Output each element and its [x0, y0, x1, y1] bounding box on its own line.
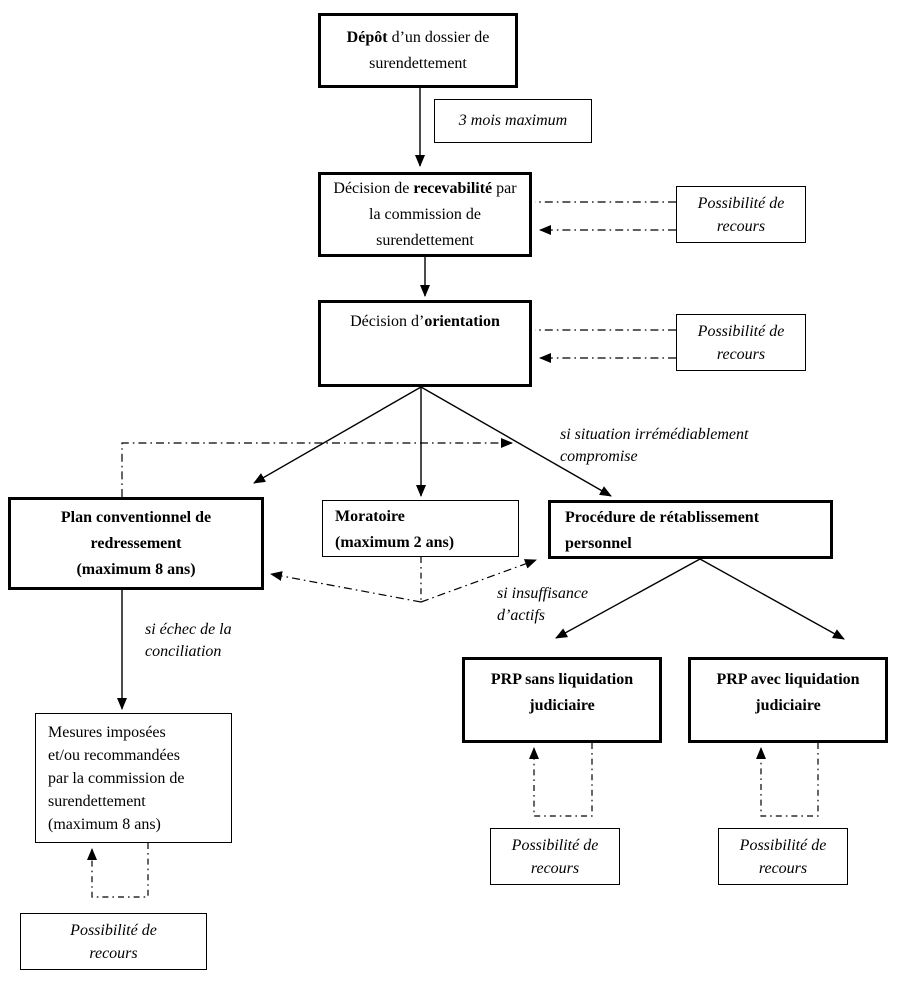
procedure-line2: personnel	[565, 535, 632, 552]
delay-label: 3 mois maximum	[458, 112, 568, 129]
prp-avec-line1: PRP avec liquidation	[716, 671, 860, 688]
mesures-line3: par la commission de	[48, 770, 185, 787]
procedure-box: Procédure de rétablissement personnel	[548, 500, 833, 559]
recevabilite-text-post: par la commission de surendettement	[369, 179, 517, 249]
recours-label-line1: Possibilité de	[739, 836, 827, 854]
recours-loop-prp-avec	[756, 743, 819, 817]
recours-label-line2: recours	[89, 944, 138, 962]
recours-label-line1: Possibilité de	[70, 921, 157, 939]
prp-avec-line2: judiciaire	[755, 697, 821, 714]
dashdot-moratoire-to-procedure	[420, 559, 537, 603]
dashdot-plan-to-procedure	[121, 438, 513, 497]
compromise-line1: si situation irrémédiablement	[560, 426, 749, 443]
moratoire-line1: Moratoire	[335, 508, 405, 525]
recours-label-line2: recours	[758, 859, 808, 877]
insuffisance-line1: si insuffisance	[497, 585, 589, 602]
recours-loop-prp-sans	[529, 743, 593, 817]
condition-label-insuffisance: si insuffisance d’actifs	[497, 583, 588, 627]
plan-line3: (maximum 8 ans)	[76, 560, 196, 578]
recevabilite-text-bold: recevabilité	[413, 179, 493, 197]
prp-sans-box: PRP sans liquidation judiciaire	[462, 657, 662, 743]
plan-box: Plan conventionnel de redressement (maxi…	[8, 497, 264, 590]
insuffisance-line2: d’actifs	[497, 607, 545, 624]
plan-line2: redressement	[90, 534, 182, 552]
recours-label-line2: recours	[716, 345, 766, 363]
recours-label-line2: recours	[716, 217, 766, 235]
condition-label-compromise: si situation irrémédiablement compromise	[560, 424, 748, 468]
delay-label-box: 3 mois maximum	[434, 99, 592, 143]
procedure-line1: Procédure de rétablissement	[565, 509, 760, 526]
recours-label-line1: Possibilité de	[511, 836, 599, 854]
orientation-text-pre: Décision d’	[350, 313, 425, 330]
prp-sans-line2: judiciaire	[529, 697, 595, 714]
mesures-line1: Mesures imposées	[48, 724, 166, 741]
orientation-box: Décision d’orientation	[318, 300, 532, 387]
mesures-line4: surendettement	[48, 793, 146, 810]
recours-label-line2: recours	[530, 859, 580, 877]
mesures-line5: (maximum 8 ans)	[48, 816, 161, 833]
dashdot-moratoire-to-plan	[270, 571, 422, 603]
moratoire-line2: (maximum 2 ans)	[335, 534, 455, 551]
recours-box-recevabilite: Possibilité de recours	[676, 186, 806, 243]
recours-label-line1: Possibilité de	[697, 322, 785, 340]
arrow-orientation-to-procedure	[420, 386, 612, 497]
mesures-box: Mesures imposées et/ou recommandées par …	[35, 713, 232, 843]
condition-label-echec: si échec de la conciliation	[145, 619, 232, 663]
echec-line1: si échec de la	[145, 621, 232, 638]
recours-box-orientation: Possibilité de recours	[676, 314, 806, 371]
moratoire-box: Moratoire (maximum 2 ans)	[322, 500, 519, 557]
depot-text-bold: Dépôt	[346, 28, 388, 46]
recours-box-mesures: Possibilité de recours	[20, 913, 207, 970]
depot-text-post: d’un dossier de surendettement	[369, 28, 490, 72]
depot-box: Dépôt d’un dossier de surendettement	[318, 13, 518, 88]
plan-line1: Plan conventionnel de	[60, 508, 212, 526]
arrow-orientation-to-plan	[253, 386, 422, 484]
recevabilite-box: Décision de recevabilité par la commissi…	[318, 172, 532, 257]
prp-sans-line1: PRP sans liquidation	[490, 671, 634, 688]
arrow-procedure-to-prp-avec	[699, 558, 845, 640]
recevabilite-text-pre: Décision de	[333, 179, 414, 197]
prp-avec-box: PRP avec liquidation judiciaire	[688, 657, 888, 743]
recours-box-prp-sans: Possibilité de recours	[490, 828, 620, 885]
orientation-text-bold: orientation	[424, 313, 500, 330]
recours-box-prp-avec: Possibilité de recours	[718, 828, 848, 885]
mesures-line2: et/ou recommandées	[48, 747, 180, 764]
echec-line2: conciliation	[145, 643, 222, 660]
recours-loop-mesures	[87, 843, 149, 898]
arrow-procedure-to-prp-sans	[555, 558, 701, 639]
recours-label-line1: Possibilité de	[697, 194, 785, 212]
compromise-line2: compromise	[560, 448, 638, 465]
